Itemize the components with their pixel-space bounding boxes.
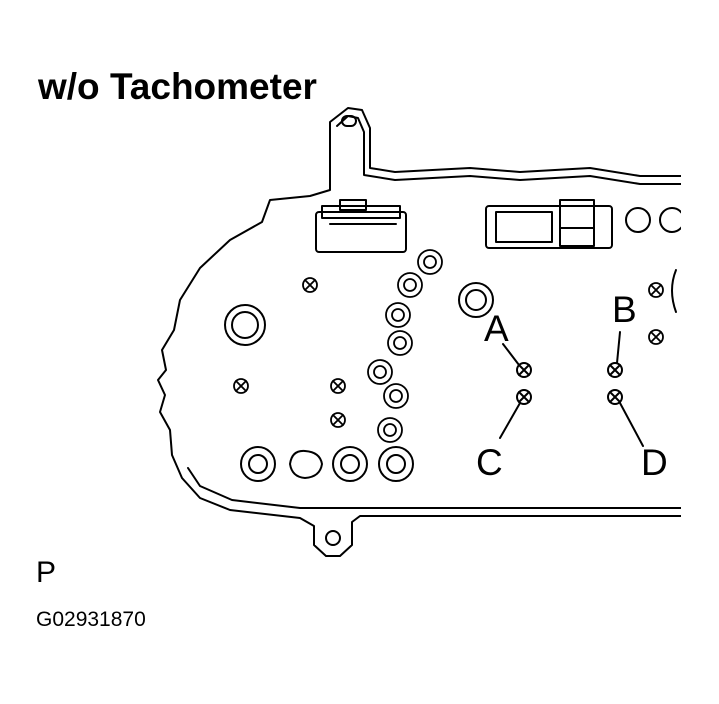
cluster-inner-lower bbox=[187, 467, 681, 509]
bulb-socket-bottom-1 bbox=[240, 446, 276, 482]
mount-slot-top bbox=[341, 115, 357, 127]
leader-line-b bbox=[616, 331, 621, 364]
terminal-b bbox=[607, 362, 623, 378]
bulb-socket-left bbox=[224, 304, 266, 346]
callout-d: D bbox=[641, 442, 668, 483]
connector-left bbox=[315, 199, 407, 253]
bulb-socket-center bbox=[458, 282, 494, 318]
socket-top-right-1 bbox=[625, 207, 651, 233]
diagram-code-letter: P bbox=[36, 556, 57, 589]
callout-a: A bbox=[484, 308, 509, 349]
indicator-bulb-column bbox=[367, 249, 443, 443]
bulb-socket-bottom-2 bbox=[289, 449, 323, 479]
callout-c: C bbox=[476, 442, 503, 483]
bulb-socket-bottom-3 bbox=[332, 446, 368, 482]
mount-hole-bottom bbox=[325, 530, 341, 546]
bulb-socket-bottom-4 bbox=[378, 446, 414, 482]
socket-top-right-2 bbox=[659, 207, 681, 233]
leader-line-d bbox=[619, 402, 644, 447]
figure-id: G02931870 bbox=[36, 608, 146, 631]
socket-right-edge bbox=[671, 269, 677, 313]
terminal-a bbox=[516, 362, 532, 378]
callout-b: B bbox=[612, 289, 637, 330]
screw-terminals bbox=[233, 277, 664, 428]
terminal-c bbox=[516, 389, 532, 405]
terminal-d bbox=[607, 389, 623, 405]
cluster-inner-outline bbox=[336, 115, 681, 185]
leader-line-a bbox=[502, 343, 520, 366]
leader-line-c bbox=[499, 402, 521, 439]
cluster-housing-outline bbox=[157, 107, 681, 557]
diagram-title: w/o Tachometer bbox=[38, 66, 317, 107]
connector-right bbox=[485, 199, 613, 249]
